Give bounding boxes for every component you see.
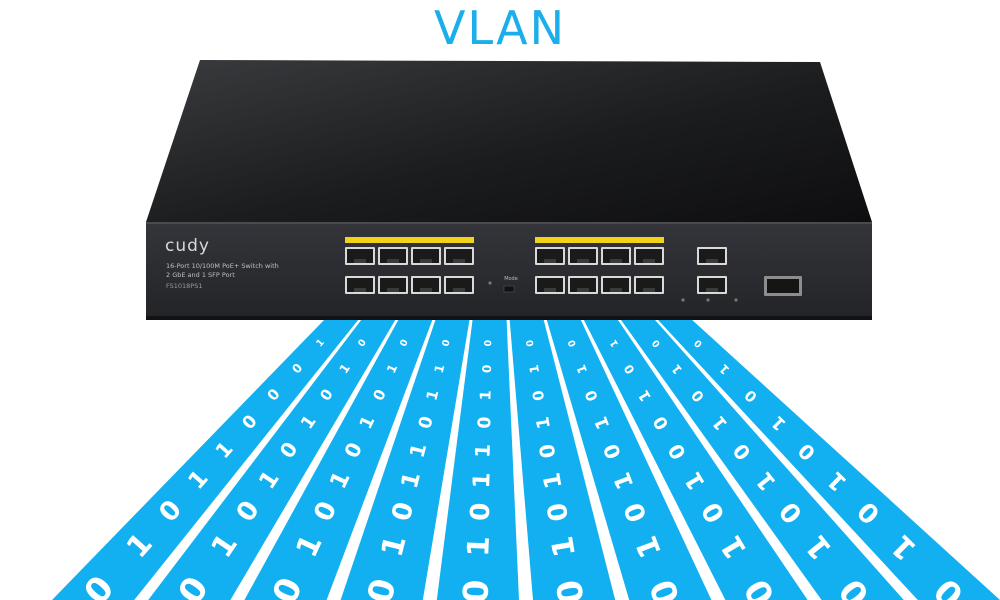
- lane-stripe: [509, 318, 616, 600]
- ethernet-port: [345, 276, 375, 294]
- switch-bottom-edge: [146, 316, 872, 320]
- switch-front-panel: [146, 222, 872, 318]
- ethernet-port: [411, 276, 441, 294]
- binary-digit: 0: [534, 442, 560, 460]
- binary-digit: 0: [480, 364, 494, 373]
- binary-digit: 0: [549, 577, 592, 600]
- ethernet-port: [444, 247, 474, 265]
- ethernet-port: [535, 276, 565, 294]
- switch-top-panel: [146, 60, 872, 222]
- switch-edge-highlight: [146, 222, 872, 224]
- ethernet-port: [601, 276, 631, 294]
- status-led: [734, 298, 738, 302]
- poe-label-bar-left: [345, 237, 474, 243]
- binary-digit: 0: [440, 338, 452, 347]
- binary-digit: 1: [533, 415, 555, 430]
- data-lane: 0 1 0 1 1 0 1 0 0: [436, 318, 519, 600]
- status-led: [681, 298, 685, 302]
- ethernet-port: [568, 276, 598, 294]
- binary-digit: 0: [415, 414, 437, 431]
- ethernet-port: [697, 247, 727, 265]
- binary-digit: 0: [542, 500, 575, 523]
- data-stream: 0101100010101010100101010100101101100101…: [52, 318, 1000, 600]
- binary-digit: 1: [477, 390, 494, 401]
- binary-digit: 0: [456, 579, 497, 600]
- network-switch: [146, 60, 872, 320]
- status-led: [706, 298, 710, 302]
- binary-digit: 0: [398, 338, 411, 349]
- binary-digit: 0: [566, 338, 579, 348]
- binary-digit: 1: [423, 388, 442, 402]
- mode-switch: [503, 285, 515, 293]
- binary-digit: 1: [469, 472, 496, 489]
- status-led: [488, 281, 492, 285]
- binary-digit: 1: [539, 470, 567, 490]
- ethernet-port: [411, 247, 441, 265]
- binary-digit: 0: [466, 502, 497, 521]
- lane-stripe: [436, 318, 519, 600]
- page-title: VLAN: [433, 1, 567, 55]
- lane-stripe: [244, 318, 434, 600]
- lane-stripe: [582, 318, 808, 600]
- switch-description-line-2: 2 GbE and 1 SFP Port: [166, 271, 235, 279]
- ethernet-port: [634, 276, 664, 294]
- binary-digit: 0: [530, 389, 548, 402]
- ethernet-port: [345, 247, 375, 265]
- binary-digit: 1: [397, 469, 426, 491]
- ethernet-port: [697, 276, 727, 294]
- ethernet-port: [535, 247, 565, 265]
- poe-label-bar-right: [535, 237, 664, 243]
- lane-stripe: [52, 318, 360, 600]
- binary-digit: 1: [432, 363, 448, 375]
- binary-digit: 0: [525, 339, 537, 348]
- lane-stripe: [148, 318, 397, 600]
- lane-stripe: [656, 318, 1000, 600]
- lane-stripe: [619, 318, 904, 600]
- sfp-port: [764, 276, 802, 296]
- binary-digit: 1: [405, 441, 432, 460]
- mode-switch-label: Mode: [504, 276, 518, 282]
- binary-digit: 0: [483, 339, 494, 346]
- ethernet-port: [378, 276, 408, 294]
- lane-stripe: [340, 318, 470, 600]
- ethernet-port: [601, 247, 631, 265]
- lane-stripe: [546, 318, 712, 600]
- port-array: [345, 237, 802, 302]
- switch-description-line-1: 16-Port 10/100M PoE+ Switch with: [166, 262, 279, 270]
- ethernet-port: [444, 276, 474, 294]
- binary-digit: 1: [470, 443, 495, 458]
- brand-logo: cudy: [165, 236, 210, 256]
- ethernet-port: [634, 247, 664, 265]
- binary-digit: 1: [527, 364, 542, 375]
- switch-model-number: FS1018PS1: [166, 282, 203, 290]
- ethernet-port: [378, 247, 408, 265]
- binary-digit: 1: [461, 535, 497, 557]
- ethernet-port: [568, 247, 598, 265]
- binary-digit: 1: [608, 338, 621, 349]
- binary-digit: 0: [356, 337, 369, 349]
- binary-digit: 0: [475, 416, 495, 429]
